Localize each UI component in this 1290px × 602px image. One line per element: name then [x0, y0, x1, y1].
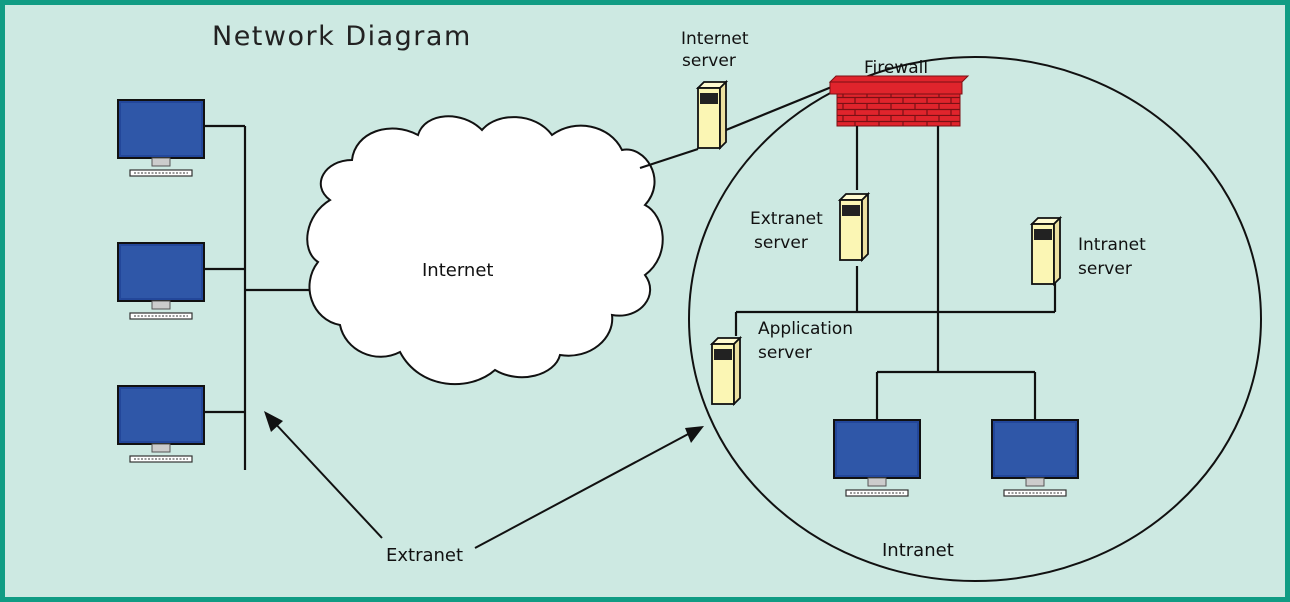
extranet-server-icon	[839, 193, 869, 261]
extranet-arrows	[264, 411, 704, 549]
arrow-head-icon	[264, 411, 283, 432]
monitor-icon	[117, 242, 205, 320]
application-server-icon	[711, 337, 741, 405]
monitor-icon	[117, 385, 205, 463]
intranet-server-label-line2: server	[1078, 259, 1132, 279]
arrow-head-icon	[685, 426, 704, 443]
extranet-server-label-line1: Extranet	[750, 209, 823, 229]
monitor-icon	[991, 419, 1079, 497]
intranet-server-label-line1: Intranet	[1078, 235, 1146, 255]
firewall-label: Firewall	[864, 58, 928, 78]
extranet-label: Extranet	[386, 545, 463, 566]
diagram-title: Network Diagram	[212, 21, 472, 52]
extranet-server-label-line2: server	[754, 233, 808, 253]
internet-label: Internet	[422, 260, 493, 281]
intranet-label: Intranet	[882, 540, 954, 561]
firewall-icon	[828, 75, 970, 127]
internet-server-label-line1: Internet	[681, 29, 749, 49]
internet-server-to-firewall-link	[725, 84, 835, 132]
internet-server-label-line2: server	[682, 51, 736, 71]
application-server-label-line2: server	[758, 343, 812, 363]
monitor-icon	[117, 99, 205, 177]
internet-to-server-link	[639, 147, 699, 170]
monitor-icon	[833, 419, 921, 497]
application-server-label-line1: Application	[758, 319, 853, 339]
internet-server-icon	[697, 81, 727, 149]
internet-cloud-icon	[306, 115, 664, 386]
intranet-boundary	[688, 56, 1262, 582]
intranet-server-icon	[1031, 217, 1061, 285]
